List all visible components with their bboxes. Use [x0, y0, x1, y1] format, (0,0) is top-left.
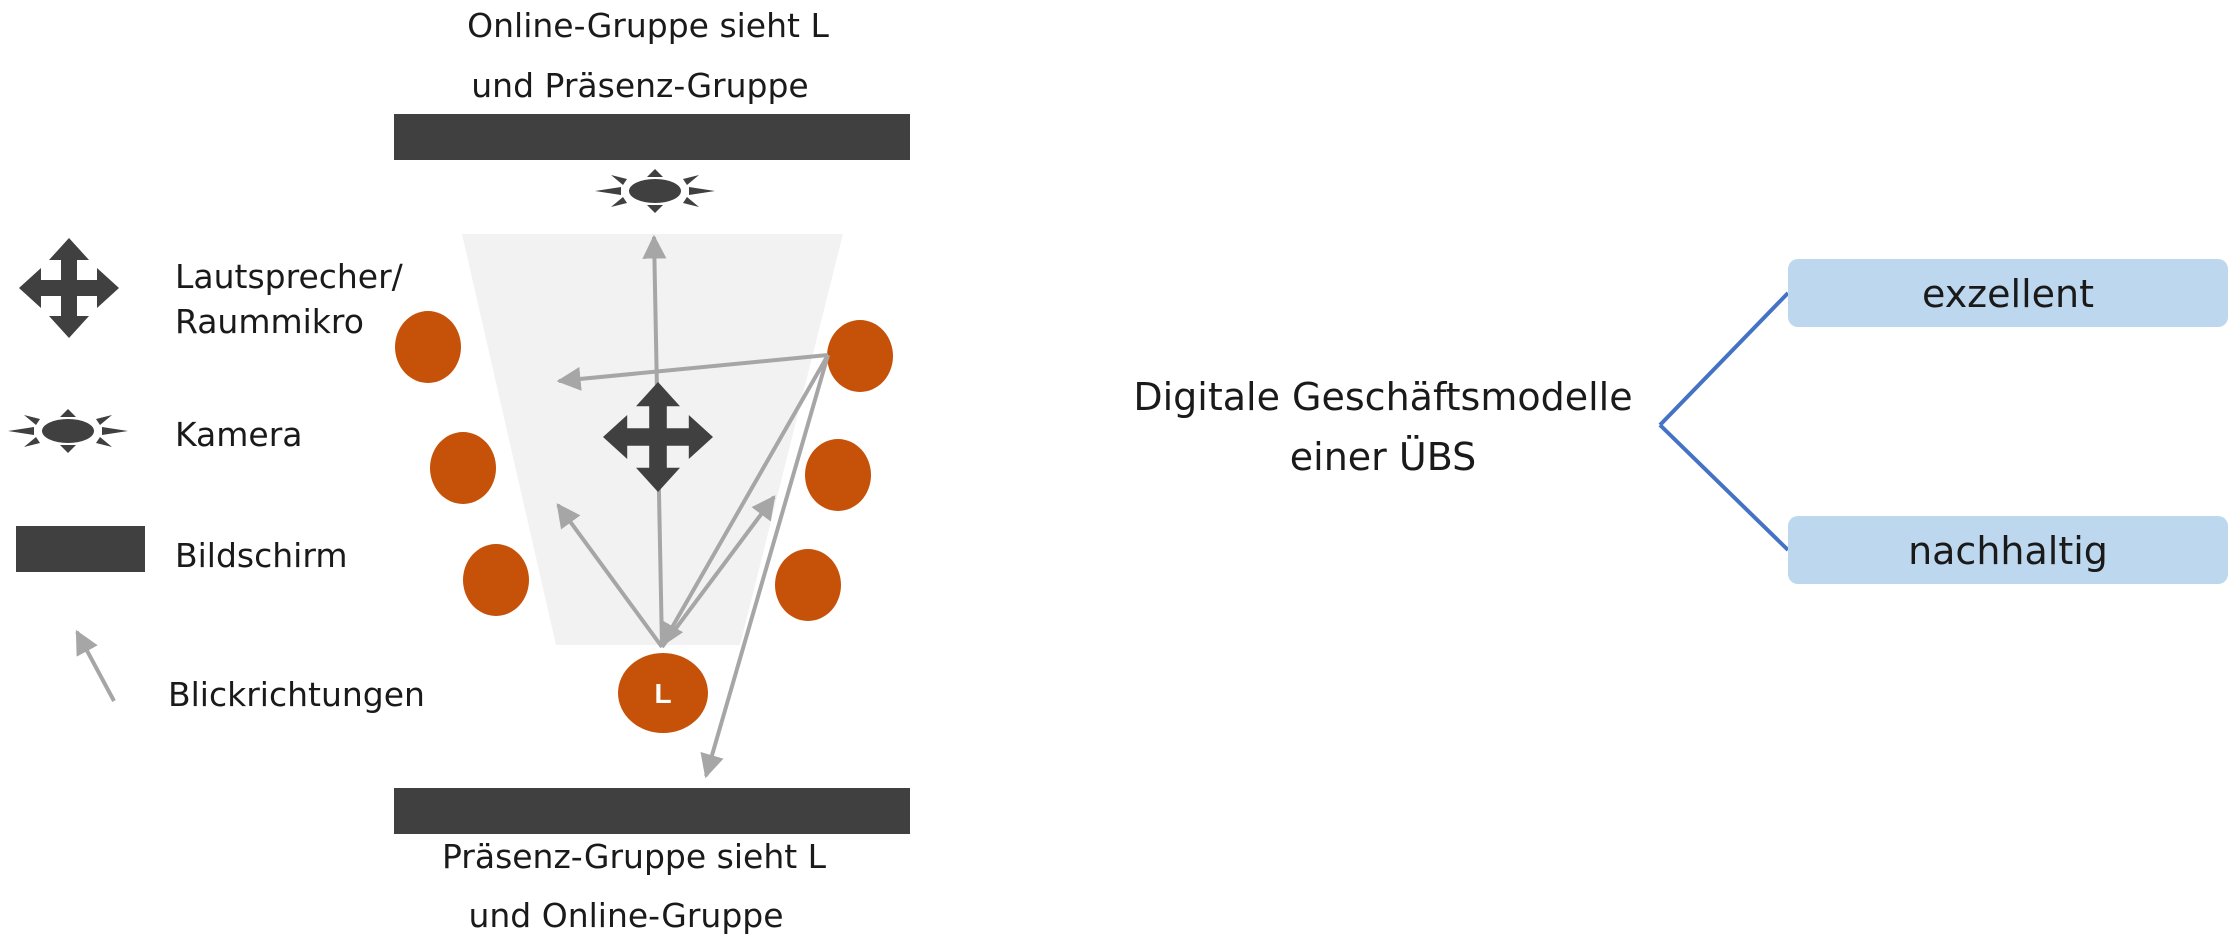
legend-camera-icon	[8, 409, 128, 453]
participant-dot	[827, 320, 893, 392]
legend-screen-label: Bildschirm	[175, 536, 347, 575]
tree-connectors	[1658, 291, 1790, 552]
gaze-arrow	[556, 503, 664, 649]
tree-child-label-exzellent: exzellent	[1922, 272, 2094, 316]
tree-child-box-exzellent	[1788, 259, 2228, 327]
participant-dot	[463, 544, 529, 616]
business-model-tree: Digitale Geschäftsmodelle einer ÜBS exze…	[1133, 259, 2228, 584]
classroom-diagram: Online-Gruppe sieht L und Präsenz-Gruppe…	[394, 6, 910, 935]
tree-root-line-2: einer ÜBS	[1290, 435, 1476, 479]
top-caption-line-1: Online-Gruppe sieht L	[467, 6, 829, 45]
bottom-caption-line-1: Präsenz-Gruppe sieht L	[442, 837, 827, 876]
top-caption-line-2: und Präsenz-Gruppe	[471, 66, 808, 105]
tree-root-line-1: Digitale Geschäftsmodelle	[1133, 375, 1632, 419]
gaze-arrow	[700, 354, 830, 779]
legend-speaker-label-2: Raummikro	[175, 302, 364, 341]
bottom-screen	[394, 788, 910, 834]
top-screen	[394, 114, 910, 160]
participant-dot	[775, 549, 841, 621]
participant-dot	[805, 439, 871, 511]
tree-child-box-nachhaltig	[1788, 516, 2228, 584]
teacher-dot	[618, 653, 708, 733]
legend-gaze-arrow-icon	[75, 629, 116, 702]
participant-dot	[430, 432, 496, 504]
bottom-caption-line-2: und Online-Gruppe	[468, 896, 783, 935]
legend-gaze-label: Blickrichtungen	[168, 675, 425, 714]
legend: Lautsprecher/ Raummikro Kamera Bildschir…	[8, 238, 425, 714]
legend-speaker-label-1: Lautsprecher/	[175, 257, 404, 296]
legend-screen-icon	[16, 526, 145, 572]
gaze-arrow	[660, 354, 830, 648]
legend-speaker-icon	[19, 238, 119, 338]
participant-dot	[395, 311, 461, 383]
legend-camera-label: Kamera	[175, 415, 303, 454]
teacher-label: L	[654, 678, 671, 709]
tree-child-label-nachhaltig: nachhaltig	[1908, 529, 2108, 573]
top-camera-icon	[595, 169, 715, 213]
gaze-arrow	[556, 353, 829, 391]
